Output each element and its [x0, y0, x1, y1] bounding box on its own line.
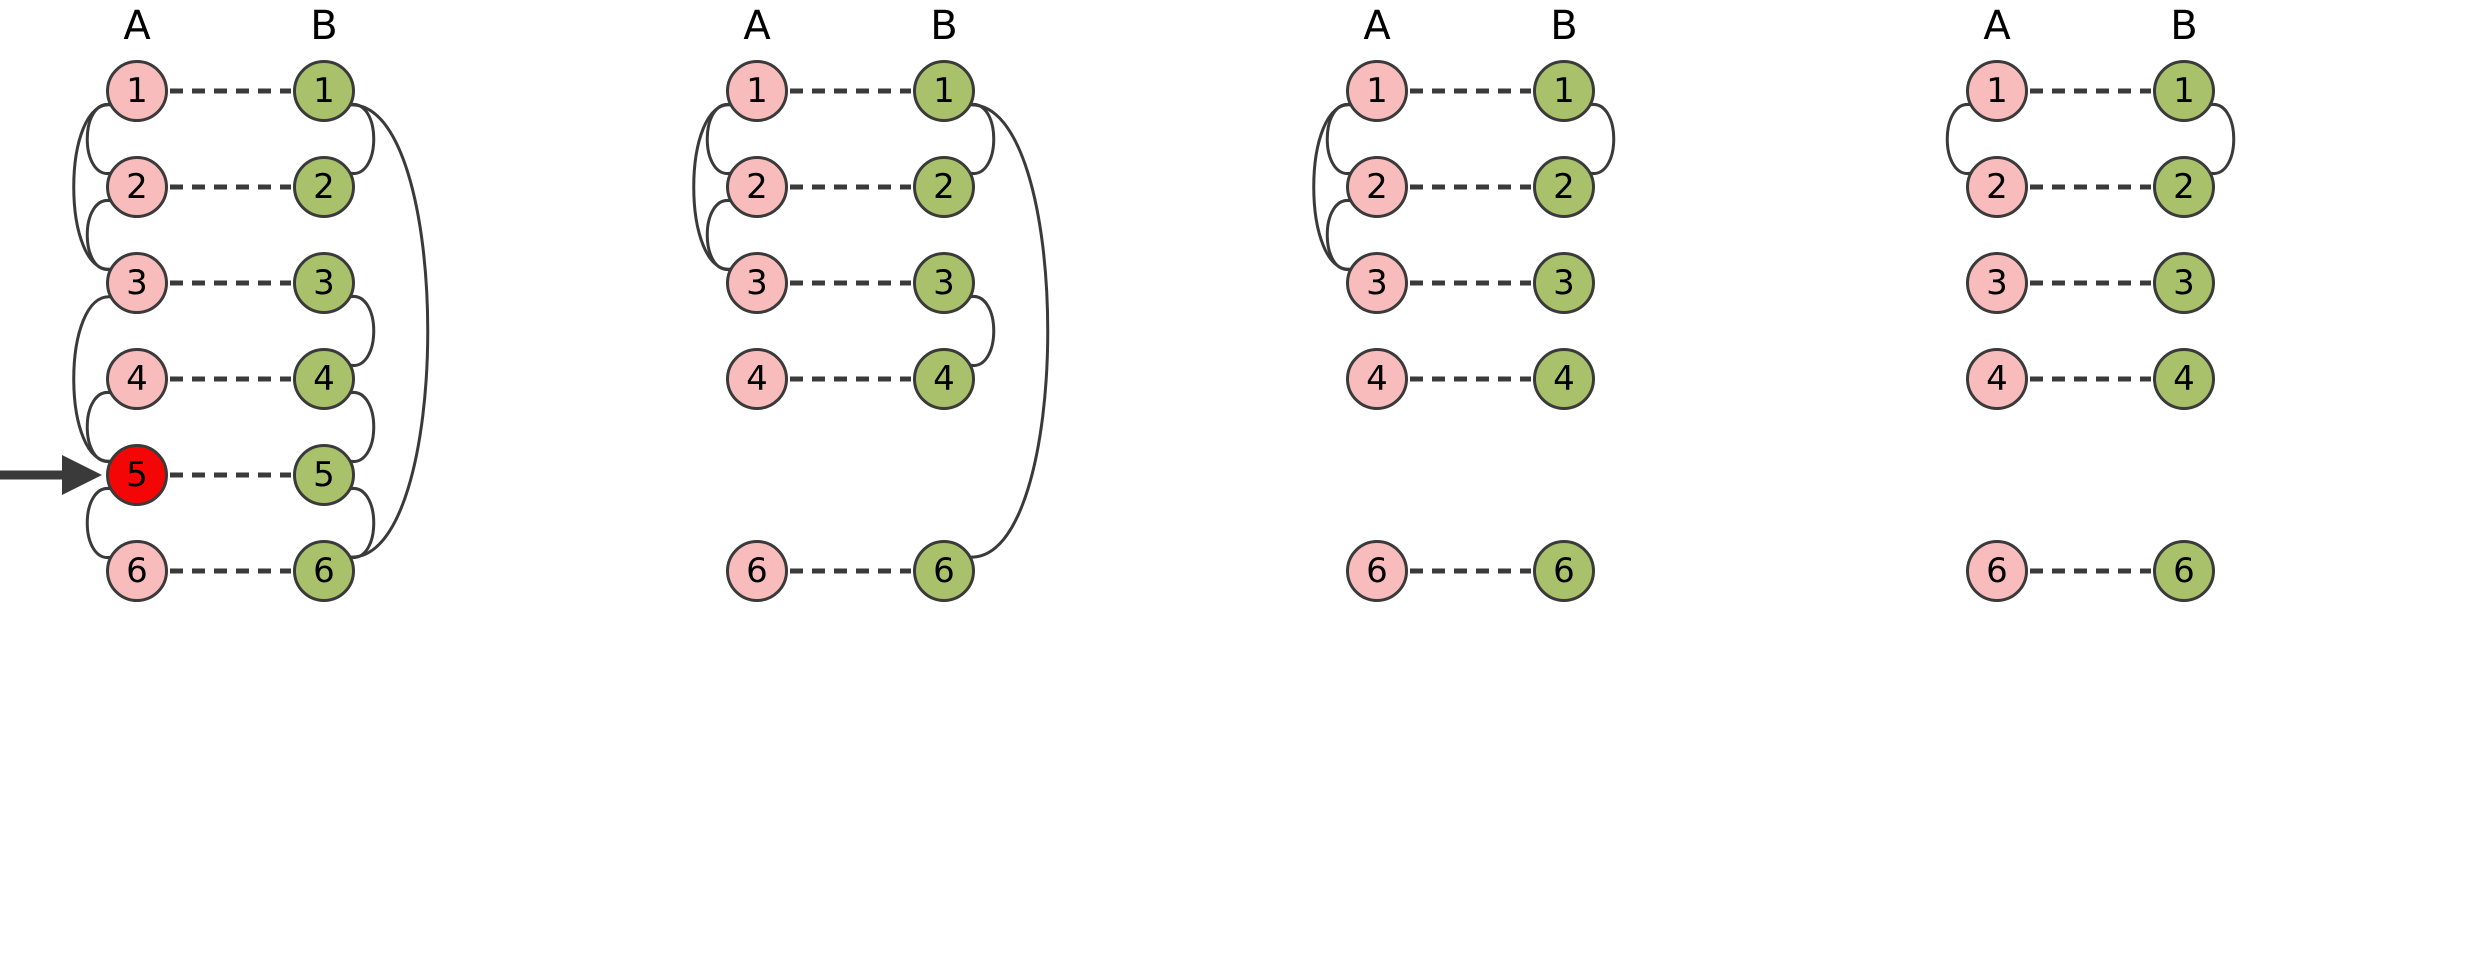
node-a-2[interactable]: 2	[106, 156, 168, 218]
node-b-3[interactable]: 3	[2153, 252, 2215, 314]
node-a-3[interactable]: 3	[1966, 252, 2028, 314]
side-arc-a	[705, 199, 733, 271]
side-arc-a	[85, 487, 113, 559]
node-a-2[interactable]: 2	[726, 156, 788, 218]
node-a-1[interactable]: 1	[1966, 60, 2028, 122]
node-b-2[interactable]: 2	[293, 156, 355, 218]
column-label-a: A	[743, 3, 771, 49]
pointer-arrow-layer	[0, 455, 102, 495]
node-b-2[interactable]: 2	[2153, 156, 2215, 218]
column-label-a: A	[1983, 3, 2011, 49]
side-arc-b	[968, 295, 996, 367]
node-a-1[interactable]: 1	[726, 60, 788, 122]
node-a-2[interactable]: 2	[1966, 156, 2028, 218]
node-a-4[interactable]: 4	[106, 348, 168, 410]
side-arc-b	[2208, 103, 2236, 175]
node-a-2[interactable]: 2	[1346, 156, 1408, 218]
node-a-3[interactable]: 3	[106, 252, 168, 314]
panel-4: A B 1 2 3 4 6 1 2 3 4 6	[1860, 0, 2479, 966]
panel-edges-layer	[72, 88, 430, 574]
node-a-4[interactable]: 4	[726, 348, 788, 410]
node-b-2[interactable]: 2	[1533, 156, 1595, 218]
node-a-1[interactable]: 1	[106, 60, 168, 122]
panel-3: A B 1 2 3 4 6 1 2 3 4 6	[1240, 0, 1860, 966]
side-arc-a	[1945, 103, 1973, 175]
panel-edges-layer	[1312, 88, 1616, 574]
side-arc-a	[1325, 199, 1353, 271]
node-a-1[interactable]: 1	[1346, 60, 1408, 122]
node-a-4[interactable]: 4	[1346, 348, 1408, 410]
node-a-6[interactable]: 6	[1966, 540, 2028, 602]
side-arc-a	[85, 391, 113, 463]
node-a-5[interactable]: 5	[106, 444, 168, 506]
panel-2: A B 1 2 3 4 6 1 2 3 4 6	[620, 0, 1240, 966]
node-b-3[interactable]: 3	[913, 252, 975, 314]
column-label-a: A	[123, 3, 151, 49]
node-b-4[interactable]: 4	[293, 348, 355, 410]
panel-edges-layer	[1945, 88, 2236, 574]
column-label-b: B	[930, 3, 958, 49]
node-b-1[interactable]: 1	[913, 60, 975, 122]
node-a-3[interactable]: 3	[1346, 252, 1408, 314]
side-arc-b	[968, 103, 1050, 559]
node-b-6[interactable]: 6	[293, 540, 355, 602]
column-label-a: A	[1363, 3, 1391, 49]
node-b-5[interactable]: 5	[293, 444, 355, 506]
column-label-b: B	[2170, 3, 2198, 49]
node-b-4[interactable]: 4	[1533, 348, 1595, 410]
node-b-4[interactable]: 4	[913, 348, 975, 410]
side-arc-b	[348, 487, 376, 559]
node-b-6[interactable]: 6	[2153, 540, 2215, 602]
side-arc-b	[348, 391, 376, 463]
node-b-4[interactable]: 4	[2153, 348, 2215, 410]
node-a-4[interactable]: 4	[1966, 348, 2028, 410]
node-b-6[interactable]: 6	[913, 540, 975, 602]
side-arc-b	[1588, 103, 1616, 175]
node-b-1[interactable]: 1	[293, 60, 355, 122]
node-b-1[interactable]: 1	[1533, 60, 1595, 122]
node-b-3[interactable]: 3	[293, 252, 355, 314]
column-label-b: B	[310, 3, 338, 49]
node-b-1[interactable]: 1	[2153, 60, 2215, 122]
column-label-b: B	[1550, 3, 1578, 49]
panel-1: A B 1 2 3 4 5 6 1 2 3 4 5 6	[0, 0, 620, 966]
node-b-3[interactable]: 3	[1533, 252, 1595, 314]
node-a-6[interactable]: 6	[1346, 540, 1408, 602]
node-a-6[interactable]: 6	[106, 540, 168, 602]
panel-edges-layer	[692, 88, 1050, 574]
side-arc-b	[348, 103, 430, 559]
node-b-6[interactable]: 6	[1533, 540, 1595, 602]
side-arc-b	[348, 295, 376, 367]
node-a-3[interactable]: 3	[726, 252, 788, 314]
node-b-2[interactable]: 2	[913, 156, 975, 218]
side-arc-a	[85, 199, 113, 271]
arrow-head-icon	[62, 455, 102, 495]
side-arc-b	[968, 103, 996, 175]
node-a-6[interactable]: 6	[726, 540, 788, 602]
